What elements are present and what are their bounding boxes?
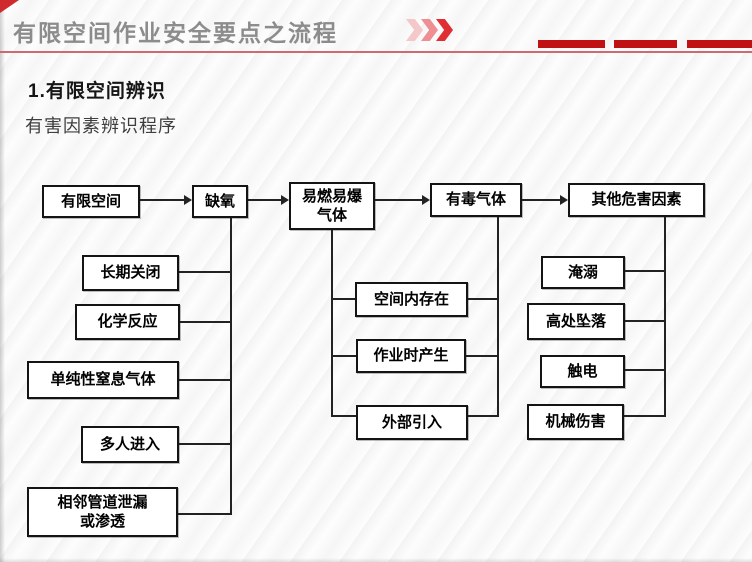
node-long-term-closure: 长期关闭 [82, 255, 179, 291]
connector [625, 369, 664, 371]
connector [140, 199, 185, 201]
chevron-icon [436, 19, 453, 41]
node-adjacent-pipeline-leak: 相邻管道泄漏 或渗透 [27, 487, 178, 537]
node-generated-during-work: 作业时产生 [356, 339, 466, 373]
connector [230, 218, 232, 515]
node-exists-in-space: 空间内存在 [355, 282, 468, 317]
node-toxic-gas: 有毒气体 [430, 183, 522, 217]
node-mechanical-injury: 机械伤害 [527, 404, 624, 440]
slide-title: 有限空间作业安全要点之流程 [13, 20, 338, 46]
connector [179, 443, 232, 445]
connector [178, 513, 232, 515]
connector [248, 199, 282, 201]
chevron-icon [406, 19, 423, 41]
node-chemical-reaction: 化学反应 [75, 304, 180, 340]
connector [333, 415, 356, 417]
connector [333, 298, 355, 300]
connector [375, 199, 423, 201]
node-multiple-people-entering: 多人进入 [81, 426, 179, 463]
connector [180, 321, 232, 323]
node-other-hazards: 其他危害因素 [568, 183, 705, 217]
arrowhead-icon [560, 195, 568, 205]
connector [179, 379, 232, 381]
corner-triangle-icon [0, 0, 19, 13]
node-external-introduction: 外部引入 [356, 405, 468, 440]
node-flammable-explosive-gas: 易燃易爆 气体 [289, 182, 375, 230]
connector [179, 271, 232, 273]
connector [331, 230, 333, 417]
connector [333, 355, 356, 357]
connector [466, 355, 497, 357]
connector [468, 415, 497, 417]
node-fall-from-height: 高处坠落 [527, 303, 625, 340]
connector [625, 270, 664, 272]
node-limited-space: 有限空间 [42, 185, 140, 218]
node-electric-shock: 触电 [540, 355, 625, 388]
connector [497, 217, 499, 417]
node-simple-asphyxiating-gas: 单纯性窒息气体 [27, 361, 179, 399]
section-heading: 1.有限空间辨识 [28, 81, 166, 102]
arrowhead-icon [281, 195, 289, 205]
connector [625, 320, 664, 322]
node-drowning: 淹溺 [541, 256, 625, 289]
connector [624, 415, 664, 417]
arrowhead-icon [422, 195, 430, 205]
connector [522, 199, 561, 201]
accent-bar [614, 40, 677, 48]
node-oxygen-deficiency: 缺氧 [192, 185, 248, 218]
chevrons-icon [406, 19, 453, 41]
arrowhead-icon [184, 195, 192, 205]
connector [468, 298, 497, 300]
title-underline [0, 51, 752, 53]
chevron-icon [421, 19, 438, 41]
connector [664, 217, 666, 417]
section-subheading: 有害因素辨识程序 [25, 116, 177, 136]
accent-bar [687, 40, 752, 48]
accent-bar [538, 40, 605, 48]
